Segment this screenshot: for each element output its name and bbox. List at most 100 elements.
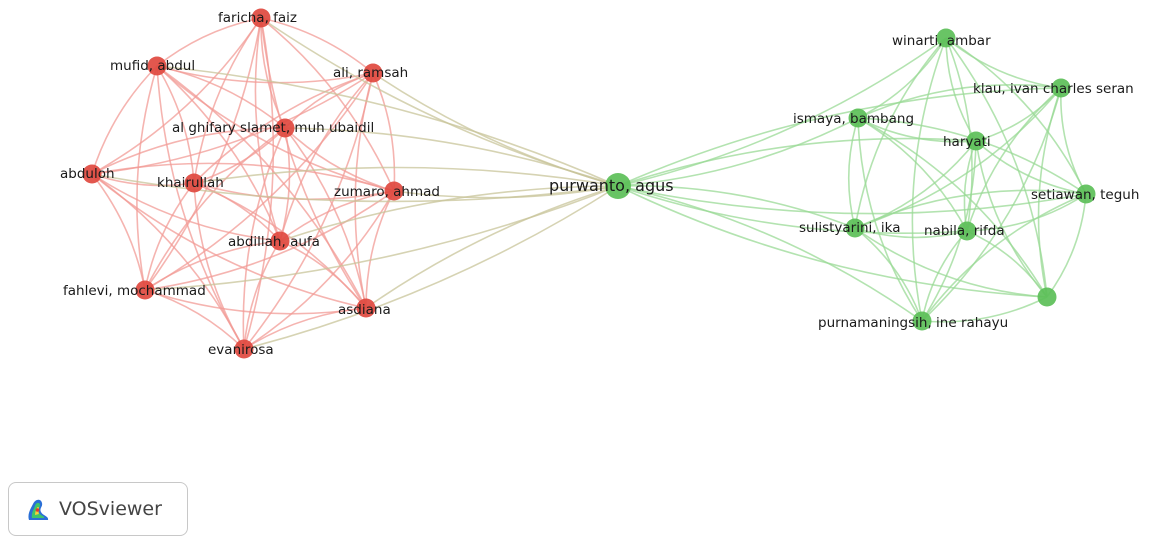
edge-purnamaningsih-unlabeled: [921, 296, 1048, 323]
node-abdillah[interactable]: [270, 231, 290, 251]
node-setiawan[interactable]: [1076, 184, 1096, 204]
node-khairullah[interactable]: [184, 173, 204, 193]
node-zumaro[interactable]: [384, 181, 404, 201]
edge-alghifary-fahlevi: [144, 127, 286, 291]
edge-zumaro-asdiana: [365, 190, 395, 309]
node-haryati[interactable]: [966, 131, 986, 151]
label-klau: klau, ivan charles seran: [973, 81, 1134, 97]
node-unlabeled[interactable]: [1037, 287, 1057, 307]
node-purwanto[interactable]: [605, 173, 631, 199]
node-evanirosa[interactable]: [234, 339, 254, 359]
node-purnamaningsih[interactable]: [912, 311, 932, 331]
edge-purwanto-sulistyarini: [617, 185, 856, 229]
edge-ali-evanirosa: [243, 72, 374, 350]
label-abdillah: abdillah, aufa: [228, 234, 320, 250]
edge-winarti-sulistyarini: [854, 37, 947, 229]
edge-haryati-setiawan: [975, 140, 1087, 195]
edge-faricha-zumaro: [260, 17, 395, 192]
label-sulistyarini: sulistyarini, ika: [799, 220, 900, 236]
edge-purwanto-ali: [372, 72, 619, 187]
edge-purwanto-zumaro: [393, 185, 619, 199]
edge-sulistyarini-nabila: [854, 227, 968, 239]
edge-purwanto-alghifary: [284, 127, 619, 187]
node-abduloh[interactable]: [82, 164, 102, 184]
edge-winarti-unlabeled: [945, 37, 1048, 298]
label-evanirosa: evanirosa: [208, 342, 274, 358]
vosviewer-logo-icon: [28, 499, 49, 520]
edge-purwanto-purnamaningsih: [617, 185, 923, 322]
vosviewer-badge-label: VOSviewer: [59, 498, 162, 520]
label-setiawan: setiawan, teguh: [1031, 187, 1139, 203]
edge-ali-zumaro: [372, 72, 396, 192]
label-winarti: winarti, ambar: [892, 33, 991, 49]
edge-faricha-ali: [260, 17, 374, 74]
network-edges: [91, 17, 1087, 350]
edge-purwanto-winarti: [617, 37, 947, 187]
edge-faricha-mufid: [156, 17, 262, 67]
edge-nabila-purnamaningsih: [921, 230, 968, 322]
node-ismaya[interactable]: [848, 108, 868, 128]
edge-sulistyarini-purnamaningsih: [854, 227, 923, 322]
edge-winarti-setiawan: [945, 37, 1087, 195]
edge-asdiana-evanirosa: [243, 307, 367, 350]
edge-mufid-asdiana: [156, 65, 367, 309]
edge-ismaya-sulistyarini: [847, 117, 859, 229]
edge-abduloh-fahlevi: [91, 173, 146, 291]
edge-winarti-purnamaningsih: [911, 37, 947, 322]
label-abduloh: abduloh: [60, 166, 115, 182]
edge-ismaya-purnamaningsih: [857, 117, 923, 322]
edge-faricha-khairullah: [193, 17, 262, 184]
node-faricha[interactable]: [251, 8, 271, 28]
label-khairullah: khairullah: [157, 175, 224, 191]
edge-purwanto-setiawan: [617, 185, 1087, 215]
edge-klau-ismaya: [857, 84, 1062, 119]
edge-fahlevi-evanirosa: [144, 289, 245, 350]
label-zumaro: zumaro, ahmad: [334, 184, 440, 200]
edge-faricha-abduloh: [91, 17, 262, 175]
edge-setiawan-sulistyarini: [854, 189, 1087, 229]
node-sulistyarini[interactable]: [845, 218, 865, 238]
label-fahlevi: fahlevi, mochammad: [63, 283, 206, 299]
edge-purwanto-unlabeled: [617, 185, 1048, 298]
edge-klau-unlabeled: [1037, 87, 1062, 298]
edge-alghifary-asdiana: [284, 127, 367, 309]
node-ali[interactable]: [363, 63, 383, 83]
node-nabila[interactable]: [957, 221, 977, 241]
edge-setiawan-nabila: [966, 193, 1087, 232]
edge-alghifary-evanirosa: [242, 127, 286, 350]
label-purnamaningsih: purnamaningsih, ine rahayu: [818, 315, 1008, 331]
label-haryati: haryati: [943, 134, 991, 150]
vosviewer-badge[interactable]: VOSviewer: [8, 482, 188, 536]
label-ismaya: ismaya, bambang: [793, 111, 914, 127]
edge-winarti-klau: [945, 37, 1062, 89]
label-mufid: mufid, abdul: [110, 58, 195, 74]
edge-purwanto-nabila: [617, 185, 968, 234]
edge-mufid-alghifary: [156, 65, 286, 129]
edge-mufid-evanirosa: [156, 65, 245, 350]
node-alghifary[interactable]: [275, 118, 295, 138]
edge-faricha-evanirosa: [243, 17, 275, 350]
node-klau[interactable]: [1051, 78, 1071, 98]
node-winarti[interactable]: [936, 28, 956, 48]
edge-abdillah-evanirosa: [243, 240, 281, 350]
edge-alghifary-abdillah: [279, 127, 291, 242]
edge-ismaya-nabila: [857, 117, 968, 232]
edge-ali-khairullah: [193, 72, 374, 184]
edge-zumaro-fahlevi: [144, 190, 395, 291]
edge-ali-fahlevi: [144, 72, 374, 291]
edge-klau-setiawan: [1060, 87, 1087, 195]
edge-klau-nabila: [966, 87, 1062, 232]
label-nabila: nabila, rifda: [924, 223, 1005, 239]
edge-alghifary-khairullah: [193, 127, 286, 184]
node-fahlevi[interactable]: [135, 280, 155, 300]
edge-abduloh-evanirosa: [91, 173, 245, 350]
edge-sulistyarini-unlabeled: [854, 227, 1048, 298]
label-asdiana: asdiana: [338, 302, 391, 318]
edge-mufid-fahlevi: [136, 65, 158, 291]
node-asdiana[interactable]: [356, 298, 376, 318]
label-ali: ali, ramsah: [333, 65, 408, 81]
edge-purwanto-mufid: [156, 65, 619, 187]
node-mufid[interactable]: [147, 56, 167, 76]
edge-zumaro-evanirosa: [243, 190, 395, 350]
